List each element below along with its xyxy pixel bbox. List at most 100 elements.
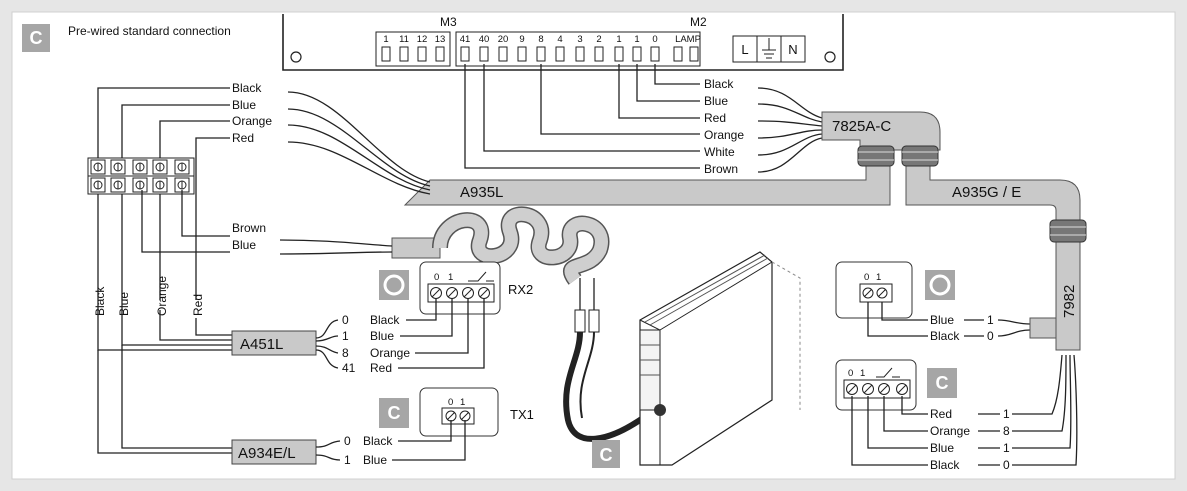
tx1-wire-label: Blue [363,453,387,467]
right-bottom-wire-number: 8 [1003,424,1010,438]
m2-terminal-label: 1 [634,34,639,45]
m2-terminal [632,46,642,62]
power-terminal-l: L [741,42,748,57]
m2-wire-label: Blue [704,94,728,108]
photocell-icon [929,274,951,296]
m2-terminal-label: 20 [498,34,509,45]
left-wire-label: Black [232,81,262,95]
vertical-wire-label: Red [191,294,205,316]
cable-7825a-c-label: 7825A-C [832,118,891,135]
cable-a451l: A451L [97,300,339,369]
m2-block [455,31,701,67]
right-top-wires [867,302,1057,339]
tx1-wire-label: Black [363,434,393,448]
lamp-terminal [689,46,699,62]
cable-a935l: A935L [403,149,891,206]
door-edge-profile [639,251,801,466]
right-bottom-wire-label: Orange [930,424,970,438]
m2-terminal-label: 41 [460,34,471,45]
m2-wires [464,64,823,173]
cable-a934el: A934E/L [97,345,341,465]
right-bottom-wire-number: 1 [1003,407,1010,421]
cable-7825a-c: 7825A-C [821,111,941,151]
left-wire-label: Blue [232,98,256,112]
right-top-term-0: 0 [864,272,869,283]
rx2-label: RX2 [508,282,533,297]
right-bottom-term-0: 0 [848,368,853,379]
earth-icon [762,38,776,59]
rx2-receiver: 0 1 RX2 [379,261,533,315]
rx2-wire-number: 8 [342,346,349,360]
cable-7982-label: 7982 [1061,285,1078,318]
relay-contact-icon [468,271,494,282]
photocell-icon [383,274,405,296]
m3-terminal-label: 11 [399,34,409,45]
m2-wire-label: Orange [704,128,744,142]
m2-wire-label: White [704,145,735,159]
coil-wire-label: Blue [232,238,256,252]
m3-terminal [399,46,409,62]
m2-terminal [614,46,624,62]
tx1-wires [392,420,466,461]
m3-terminal [417,46,427,62]
m2-terminal-label: 3 [577,34,582,45]
right-bottom-wire-number: 0 [1003,458,1010,472]
m2-terminal [575,46,585,62]
m2-terminal-label: 40 [479,34,490,45]
m2-terminal [460,46,470,62]
right-top-wire-label: Blue [930,313,954,327]
cable-a935ge: A935G / E 7982 [905,149,1081,351]
m2-wire-label: Red [704,111,726,125]
m2-terminal-label: LAMP [675,34,701,45]
m2-terminal [650,46,660,62]
center-badge [592,440,620,468]
m2-terminal [517,46,527,62]
cable-a451l-label: A451L [240,336,283,353]
cable-a934el-label: A934E/L [238,445,296,462]
panel-badge [22,24,50,52]
m2-label: M2 [690,15,707,29]
rx2-wire-number: 41 [342,361,356,375]
right-bottom-wires [851,354,1078,466]
m2-terminal-label: 0 [652,34,657,45]
terminal-strip [87,157,195,195]
tx1-term-1: 1 [460,397,465,408]
lamp-terminal [673,46,683,62]
vertical-wire-label: Black [93,286,107,316]
m2-terminal-label: 4 [557,34,562,45]
m3-terminal [381,46,391,62]
diagram-title: Pre-wired standard connection [68,24,231,38]
right-top-wire-number: 1 [987,313,994,327]
tx1-wire-number: 1 [344,453,351,467]
m2-wire-label: Brown [704,162,738,176]
right-bottom-badge: C [936,373,949,393]
m2-terminal-label: 2 [596,34,601,45]
rx2-wire-number: 0 [342,313,349,327]
m2-terminal [536,46,546,62]
right-top-wire-number: 0 [987,329,994,343]
right-bottom-term-1: 1 [860,368,865,379]
rx2-wire-label: Red [370,361,392,375]
left-wire-label: Orange [232,114,272,128]
m2-terminal-label: 1 [616,34,621,45]
coil-wire-label: Brown [232,221,266,235]
coil-wires [141,190,393,255]
right-top-wire-label: Black [930,329,960,343]
right-top-term-1: 1 [876,272,881,283]
right-bottom-wire-label: Black [930,458,960,472]
tx1-label: TX1 [510,407,534,422]
m2-terminal [498,46,508,62]
tx1-wire-number: 0 [344,434,351,448]
m2-terminal-label: 8 [538,34,543,45]
cable-ferrules [857,145,1087,243]
left-top-wires [97,87,431,300]
left-wire-label: Red [232,131,254,145]
m2-terminal [594,46,604,62]
m3-terminal [435,46,445,62]
m2-terminal [479,46,489,62]
rx2-wire-label: Orange [370,346,410,360]
panel-badge-text: C [30,28,43,48]
right-bottom-wire-number: 1 [1003,441,1010,455]
